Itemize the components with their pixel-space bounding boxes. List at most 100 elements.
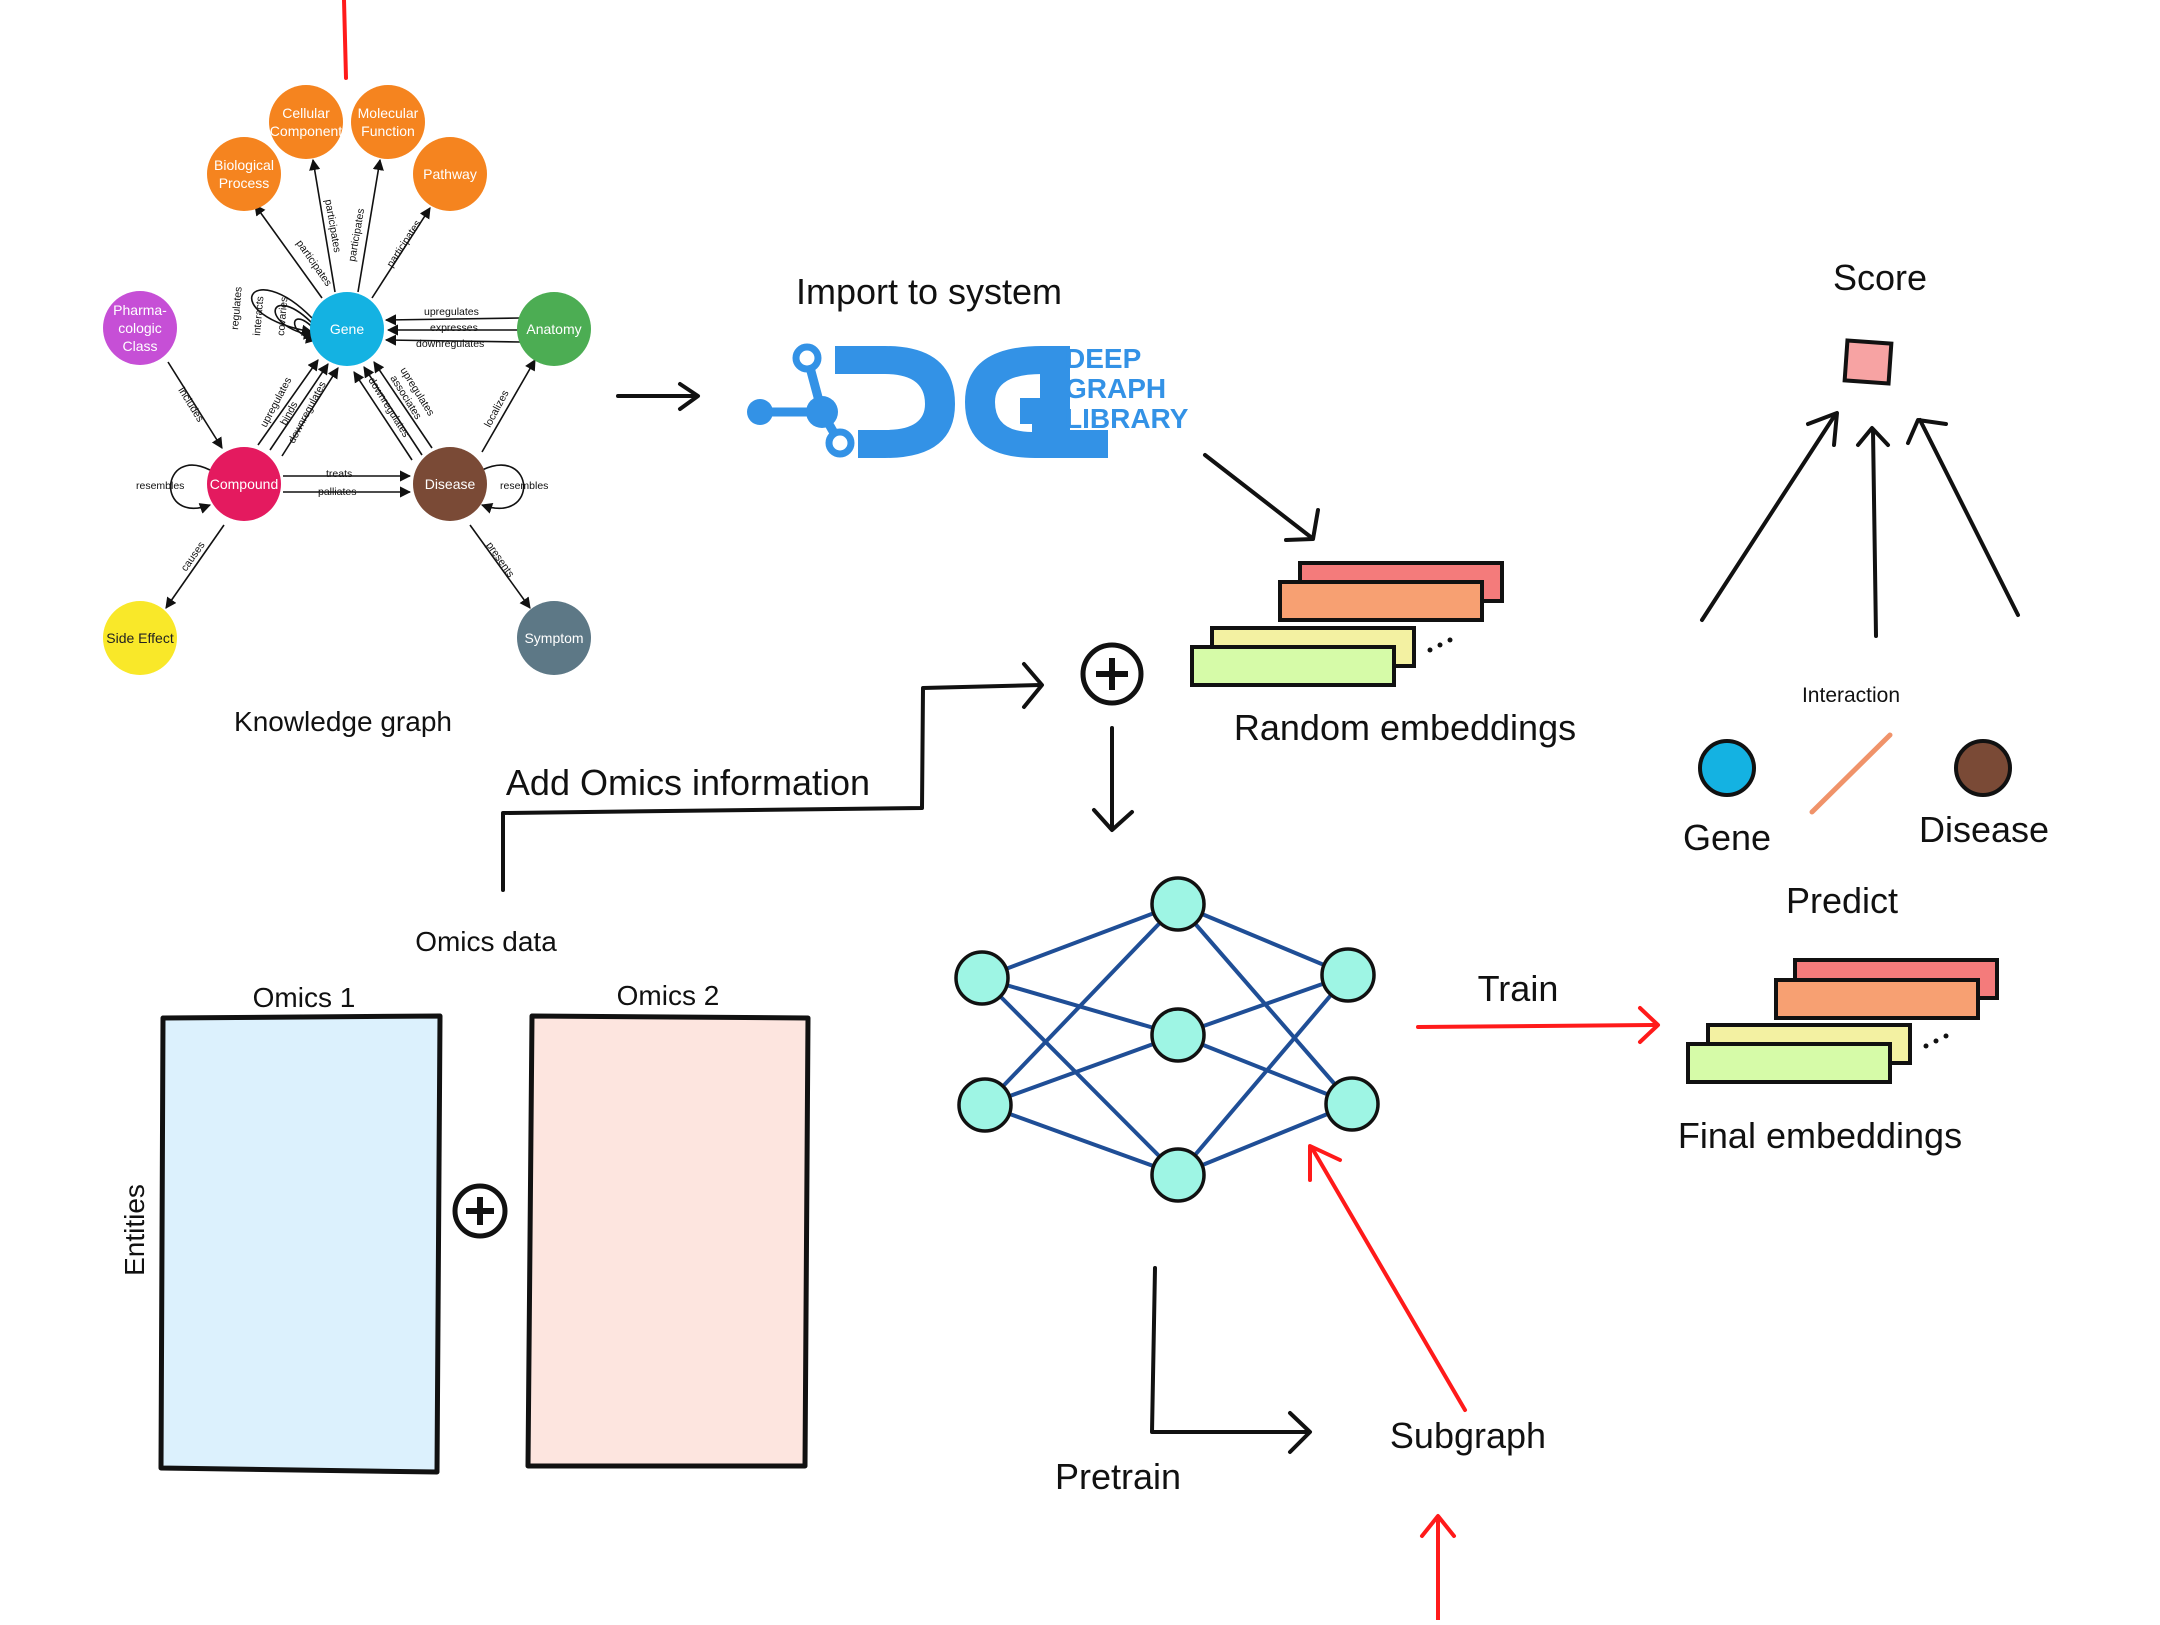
nn-output-node (1324, 1076, 1380, 1132)
ellipsis-dot (1427, 647, 1433, 653)
score-arrows (1700, 411, 2020, 638)
node-circle (413, 447, 487, 521)
edge-gene-molecular-function (357, 158, 384, 293)
label-participates-2: participates (322, 198, 343, 253)
score-title: Score (1833, 257, 1927, 298)
embedding-layer (1686, 1042, 1892, 1084)
node-label-line: cologic (118, 320, 162, 336)
dgl-letter-d (835, 346, 955, 458)
node-circle (103, 291, 177, 365)
kg-node-compound: Compound (207, 447, 281, 521)
node-circle (413, 137, 487, 211)
dgl-wordmark-line: LIBRARY (1065, 403, 1189, 434)
edge-pharmacologic-includes (167, 361, 223, 449)
knowledge-graph: participates participates participates p… (103, 0, 591, 737)
prediction-section: Interaction Gene Disease Predict (1683, 684, 2049, 921)
kg-node-biological-process: Biological Process (207, 137, 281, 211)
nn-output-node (1320, 947, 1376, 1003)
arrow-kg-to-dgl (616, 382, 700, 411)
node-label-line: Process (219, 175, 270, 191)
edge-compound-binds (269, 363, 329, 451)
disease-label: Disease (1919, 809, 2049, 850)
gene-label: Gene (1683, 817, 1771, 858)
arrow-plus-to-network (1092, 726, 1134, 832)
nn-hidden-node (1150, 876, 1206, 932)
node-label-line: Side Effect (106, 630, 174, 646)
train-arrow: Train (1416, 968, 1660, 1044)
label-anatomy-expresses: expresses (430, 322, 478, 334)
top-red-connector (342, 0, 348, 80)
nn-edges (980, 902, 1354, 1177)
pretrain-arrow: Pretrain (1055, 1266, 1312, 1497)
kg-node-symptom: Symptom (517, 601, 591, 675)
dgl-logo: DEEP GRAPH LIBRARY (747, 343, 1189, 458)
edge-anatomy-upregulates (384, 314, 521, 326)
score-square (1842, 338, 1894, 386)
edge-disease-resembles-loop (480, 464, 525, 514)
interaction-line (1809, 732, 1893, 815)
omics2-matrix (525, 1013, 811, 1469)
import-label: Import to system (796, 271, 1062, 312)
label-treats: treats (326, 468, 352, 480)
node-label-line: Disease (425, 476, 476, 492)
label-regulates: regulates (229, 286, 245, 330)
label-disease-resembles: resembles (500, 480, 548, 492)
add-omics-label: Add Omics information (506, 762, 870, 803)
disease-node-icon (1954, 739, 2012, 797)
node-label-line: Gene (330, 321, 364, 337)
plus-icon (1080, 642, 1144, 706)
label-includes: includes (175, 385, 206, 424)
omics1-label: Omics 1 (253, 982, 356, 1013)
node-circle (103, 601, 177, 675)
kg-node-disease: Disease (413, 447, 487, 521)
kg-edges (165, 158, 536, 609)
node-circle (517, 292, 591, 366)
embedding-layer (1278, 580, 1484, 622)
neural-network (954, 876, 1380, 1203)
label-anatomy-upregulates: upregulates (424, 306, 479, 318)
edge-gene-biological-process (254, 204, 323, 299)
edge-disease-anatomy-localizes (481, 359, 536, 453)
edge-gene-interacts-loop (274, 304, 316, 340)
nn-input-node (957, 1077, 1013, 1133)
dgl-molecule-icon (747, 343, 855, 458)
dgl-wordmark-line: GRAPH (1065, 373, 1166, 404)
train-label: Train (1478, 968, 1559, 1009)
ellipsis-dot (1943, 1033, 1949, 1039)
ellipsis-dot (1437, 642, 1443, 648)
dgl-section: Import to system DEEP GRAPH LIBRARY (747, 271, 1189, 458)
node-circle (207, 447, 281, 521)
random-embeddings-label: Random embeddings (1234, 707, 1576, 748)
ellipsis-dot (1923, 1043, 1929, 1049)
label-covaries: covaries (275, 296, 290, 336)
node-label-line: Molecular (358, 105, 419, 121)
pretrain-label: Pretrain (1055, 1456, 1181, 1497)
random-embeddings-stack: Random embeddings (1190, 561, 1576, 748)
kg-node-side-effect: Side Effect (103, 601, 177, 675)
label-participates-4: participates (384, 218, 423, 270)
node-label-line: Function (361, 123, 415, 139)
node-circle (310, 292, 384, 366)
final-embeddings-label: Final embeddings (1678, 1115, 1962, 1156)
subgraph-label: Subgraph (1390, 1415, 1546, 1456)
omics-data-label: Omics data (415, 926, 557, 957)
node-label-line: Pharma- (113, 302, 167, 318)
dgl-letter-l (1040, 346, 1108, 458)
label-anatomy-downregulates: downregulates (416, 338, 484, 350)
edge-anatomy-downregulates (384, 334, 521, 346)
kg-edge-labels: participates participates participates p… (136, 198, 548, 579)
node-label-line: Biological (214, 157, 274, 173)
kg-node-pharmacologic-class: Pharma- cologic Class (103, 291, 177, 365)
subgraph-to-network-arrow (1308, 1144, 1467, 1412)
knowledge-graph-caption: Knowledge graph (234, 706, 452, 737)
gene-node-icon (1698, 739, 1756, 797)
final-embeddings-stack: Final embeddings (1678, 958, 1999, 1156)
edge-compound-downregulates (281, 367, 339, 457)
edge-gene-cellular-component (309, 158, 336, 293)
kg-node-cellular-component: Cellular Component (269, 85, 343, 159)
ellipsis-dot (1447, 637, 1453, 643)
label-compound-resembles: resembles (136, 480, 184, 492)
edge-gene-covaries-loop (293, 318, 318, 344)
edge-disease-upregulates (373, 361, 433, 449)
edge-disease-associates (363, 366, 423, 456)
